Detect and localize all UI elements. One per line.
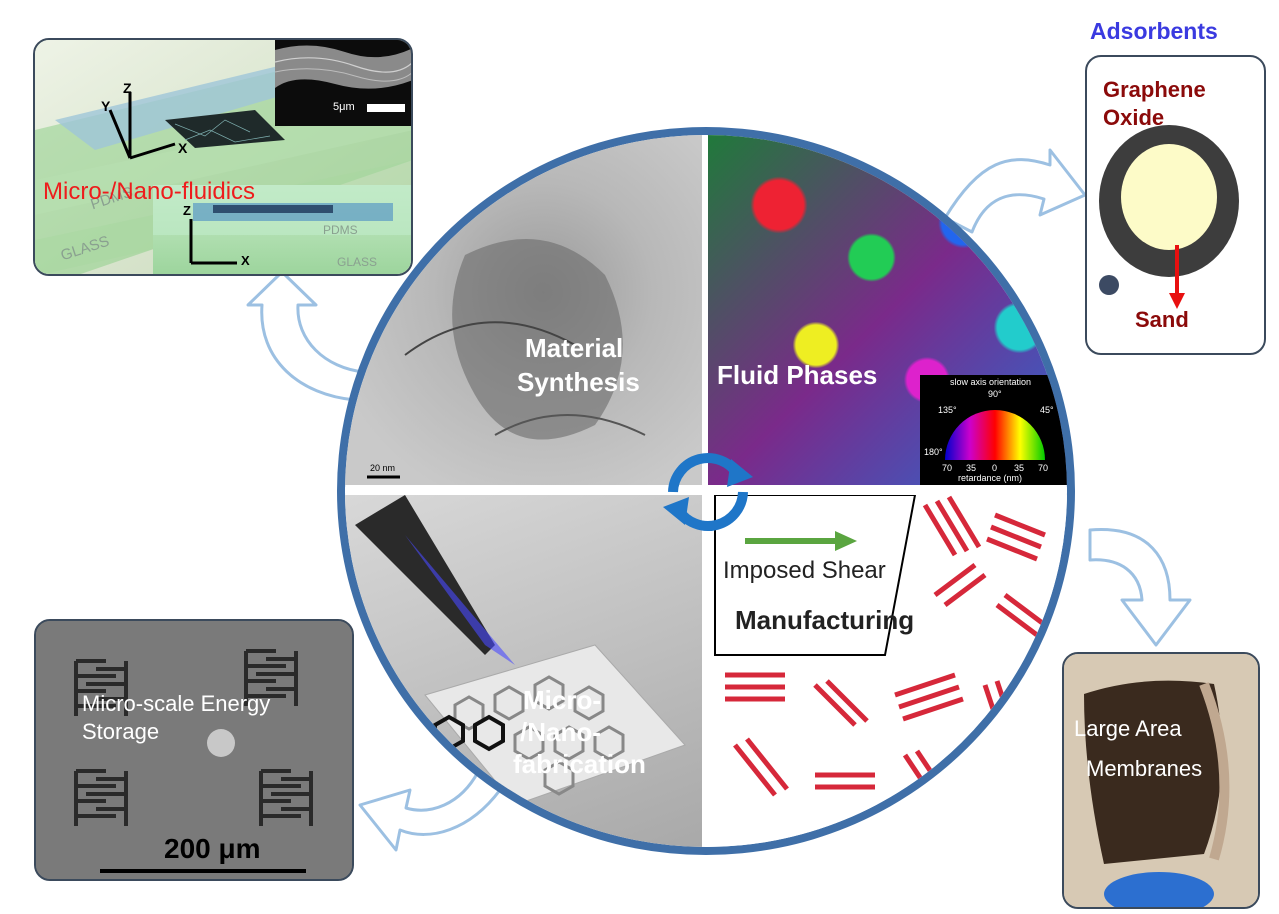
nanofabrication-quadrant: Micro- /Nano- fabrication xyxy=(345,495,705,847)
graphene-label: Graphene xyxy=(1103,77,1206,102)
fabrication-label-3: fabrication xyxy=(513,749,646,779)
membranes-label-2: Membranes xyxy=(1086,756,1203,781)
axis-x-label: X xyxy=(178,140,188,156)
storage-label-1: Micro-scale Energy xyxy=(82,691,271,716)
legend-title: slow axis orientation xyxy=(950,377,1032,387)
energy-storage-panel: Micro-scale Energy Storage 200 μm xyxy=(34,619,354,881)
axis-y-label: Y xyxy=(101,98,111,114)
material-label: Material xyxy=(525,333,624,363)
membranes-panel: Large Area Membranes xyxy=(1062,652,1260,909)
legend-tick: 70 xyxy=(1038,463,1049,473)
axis-z-label: Z xyxy=(123,80,132,96)
fluid-phases-quadrant: Fluid Phases slow axis orientation 90° 1… xyxy=(705,135,1067,485)
interdigitated-electrodes xyxy=(36,621,352,879)
legend-45: 45° xyxy=(1040,405,1054,415)
legend-tick: 35 xyxy=(966,463,977,473)
sand-label: Sand xyxy=(1135,307,1189,332)
scale-bar-label: 200 μm xyxy=(164,833,261,864)
oxide-label: Oxide xyxy=(1103,105,1165,130)
legend-tick: 70 xyxy=(942,463,953,473)
manufacturing-label: Manufacturing xyxy=(735,605,915,635)
imposed-shear-label: Imposed Shear xyxy=(723,557,886,584)
fabrication-label-1: Micro- xyxy=(523,685,601,715)
adsorbents-heading: Adsorbents xyxy=(1090,18,1218,44)
tem-scale-label: 20 nm xyxy=(370,463,396,473)
fluid-phases-label: Fluid Phases xyxy=(717,360,878,390)
material-synthesis-quadrant: 20 nm Material Synthesis xyxy=(345,135,705,485)
legend-tick: 35 xyxy=(1014,463,1025,473)
inset-scale-label: 5μm xyxy=(333,101,355,113)
cycle-arrows-icon xyxy=(663,453,753,531)
core-shell-diagram xyxy=(1099,125,1239,309)
legend-180: 180° xyxy=(924,447,943,457)
adsorbents-panel: Graphene Oxide Sand xyxy=(1085,55,1266,355)
legend-135: 135° xyxy=(938,405,957,415)
storage-label-2: Storage xyxy=(82,719,160,744)
cross-x-label: X xyxy=(241,253,250,268)
center-circle: 20 nm Material Synthesis Fluid Phases sl… xyxy=(337,127,1075,855)
legend-tick: 0 xyxy=(992,463,998,473)
cross-z-label: Z xyxy=(183,203,191,218)
manufacturing-quadrant: Imposed Shear Manufacturing xyxy=(705,494,1067,847)
arrow-to-fluidics xyxy=(246,270,366,402)
synthesis-label: Synthesis xyxy=(517,367,640,397)
vertical-divider xyxy=(702,135,708,847)
legend-90: 90° xyxy=(988,389,1002,399)
membranes-label-1: Large Area xyxy=(1074,716,1182,741)
orientation-legend: slow axis orientation 90° 135° 45° 180° … xyxy=(920,375,1067,485)
legend-retardance: retardance (nm) xyxy=(958,473,1023,483)
sem-inset: 5μm xyxy=(274,40,411,126)
arrow-to-membranes xyxy=(1088,528,1192,647)
fabrication-label-2: /Nano- xyxy=(520,717,601,747)
fluidics-title: Micro-/Nano-fluidics xyxy=(43,178,256,205)
membrane-photo xyxy=(1064,654,1258,907)
